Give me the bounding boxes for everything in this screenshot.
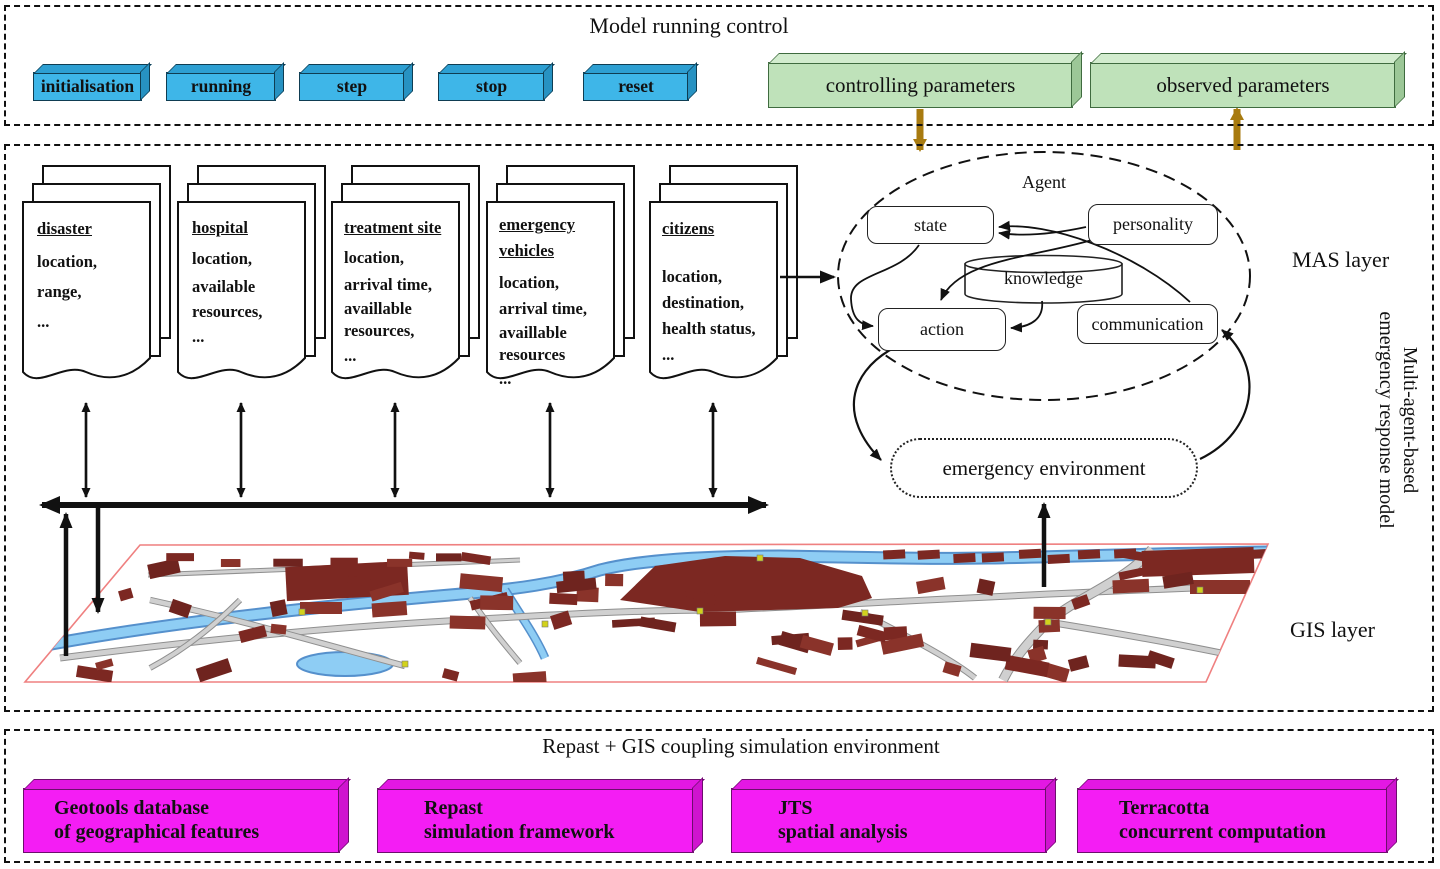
running-button[interactable]: running <box>166 72 276 101</box>
section-simulation-environment <box>4 729 1434 863</box>
reset-button-label: reset <box>618 76 654 96</box>
map-dots <box>298 554 1204 668</box>
mas-layer-label: MAS layer <box>1292 247 1390 272</box>
agent-boundary-ellipse <box>837 151 1251 401</box>
bus-map-arrows <box>59 506 105 656</box>
doc-hospital-title: hospital <box>192 218 248 237</box>
controlling-parameters-label: controlling parameters <box>825 72 1016 97</box>
simulation-environment-title: Repast + GIS coupling simulation environ… <box>542 734 940 758</box>
step-button-label: step <box>336 76 368 96</box>
doc-hospital: hospital location, available resources, … <box>192 214 304 351</box>
agent-node-personality: personality <box>1088 204 1218 245</box>
initialisation-button[interactable]: initialisation <box>33 72 142 101</box>
doc-emergency-vehicles: emergency vehicles location, arrival tim… <box>499 212 611 392</box>
gis-layer-label: GIS layer <box>1290 617 1375 642</box>
terracotta-box: Terracotta concurrent computation <box>1077 788 1388 853</box>
agent-node-knowledge-label: knowledge <box>1004 268 1083 288</box>
agent-node-state: state <box>867 206 994 244</box>
parameter-arrows <box>913 107 1244 152</box>
doc-emergency-vehicles-title: emergency <box>499 215 576 234</box>
observed-parameters-label: observed parameters <box>1156 72 1330 97</box>
controlling-parameters-box[interactable]: controlling parameters <box>768 62 1073 108</box>
section-mas-model <box>4 144 1434 712</box>
model-side-label: Multi-agent-based emergency response mod… <box>1375 311 1421 529</box>
stop-button-label: stop <box>475 76 508 96</box>
doc-treatment-site-title: treatment site <box>344 218 442 237</box>
knowledge-cylinder <box>964 254 1123 304</box>
emergency-environment-box: emergency environment <box>890 438 1198 498</box>
observed-parameters-box[interactable]: observed parameters <box>1090 62 1396 108</box>
running-button-label: running <box>190 76 252 96</box>
doc-disaster: disaster location, range, ... <box>37 214 149 337</box>
doc-citizens: citizens location, destination, health s… <box>662 216 774 368</box>
jts-box: JTS spatial analysis <box>731 788 1047 853</box>
initialisation-button-label: initialisation <box>40 76 135 96</box>
section-model-running-control <box>4 5 1434 126</box>
map-buildings <box>75 548 1267 682</box>
document-stacks <box>22 165 798 498</box>
agent-node-communication: communication <box>1077 304 1218 344</box>
agent-node-action: action <box>878 308 1006 351</box>
doc-disaster-title: disaster <box>37 219 92 238</box>
model-running-control-title: Model running control <box>589 13 789 38</box>
doc-treatment-site: treatment site location, arrival time, a… <box>344 214 456 369</box>
repast-box: Repast simulation framework <box>377 788 694 853</box>
stop-button[interactable]: stop <box>438 72 545 101</box>
doc-citizens-title: citizens <box>662 219 715 238</box>
doc-emergency-vehicles-title2: vehicles <box>499 241 554 260</box>
reset-button[interactable]: reset <box>583 72 689 101</box>
agent-label: Agent <box>1022 172 1066 192</box>
gis-map <box>23 543 1270 683</box>
agent-relation-arrows <box>850 220 1251 461</box>
geotools-box: Geotools database of geographical featur… <box>23 788 340 853</box>
step-button[interactable]: step <box>299 72 405 101</box>
